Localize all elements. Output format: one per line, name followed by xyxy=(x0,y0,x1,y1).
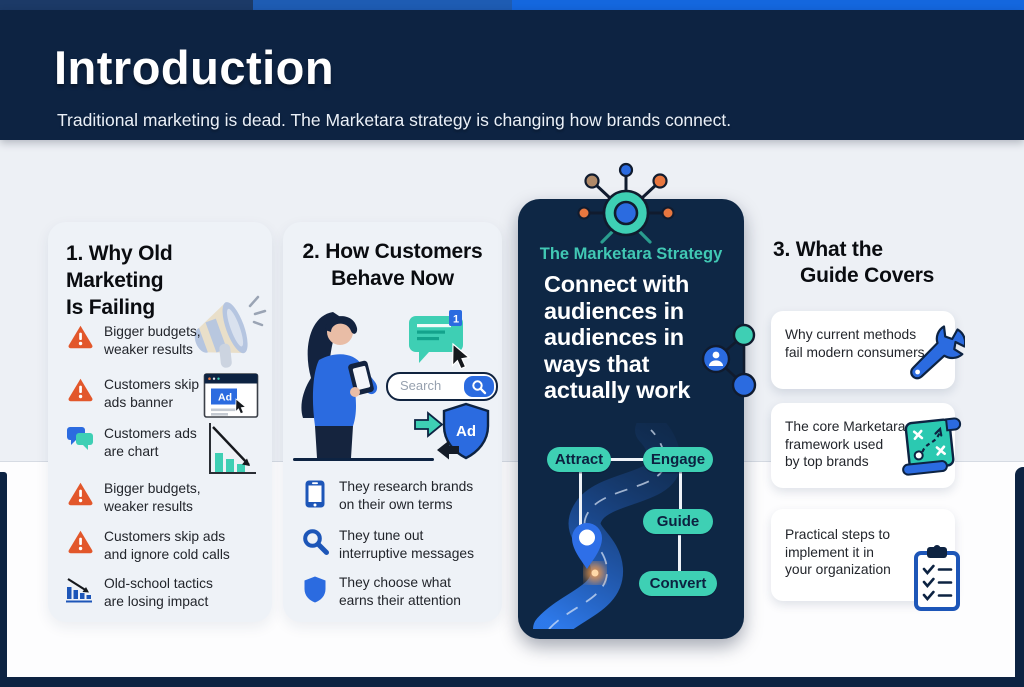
list-item: Bigger budgets, weaker results xyxy=(64,323,264,358)
page-title: Introduction xyxy=(54,41,335,94)
bottom-edge-bar xyxy=(0,677,1024,687)
list-item: Bigger budgets, weaker results xyxy=(64,480,264,515)
list-item: Customers skip ads banner xyxy=(64,376,264,411)
card-text: Why current methods fail modern consumer… xyxy=(785,327,925,360)
top-strip-segment xyxy=(512,0,1024,10)
ad-banner-icon: Ad xyxy=(203,370,260,427)
declining-chart-icon xyxy=(64,575,96,603)
card-text: Practical steps to implement it in your … xyxy=(785,527,891,577)
list-item-text: Bigger budgets, weaker results xyxy=(104,324,201,357)
connector-line xyxy=(609,458,646,461)
panel-marketara-strategy: The Marketara Strategy Connect with audi… xyxy=(518,162,757,639)
list-item-text: Customers skip ads and ignore cold calls xyxy=(104,529,230,562)
pill-guide: Guide xyxy=(643,509,713,534)
left-edge-bar xyxy=(0,472,7,677)
pill-attract: Attract xyxy=(547,447,611,472)
woman-with-phone-illustration xyxy=(285,306,397,465)
connector-line xyxy=(678,535,681,573)
search-placeholder: Search xyxy=(400,378,442,393)
magnifier-icon xyxy=(472,379,487,394)
badge-count: 1 xyxy=(453,314,459,326)
list-item: Customers ads are chart xyxy=(64,425,264,460)
pill-engage: Engage xyxy=(643,447,713,472)
shield-ad-label: Ad xyxy=(456,423,476,440)
ad-blocker-shield-icon: Ad xyxy=(413,402,493,469)
warning-icon xyxy=(64,376,96,402)
pill-convert: Convert xyxy=(639,571,717,596)
panel-why-old-marketing-failing: 1. Why Old Marketing Is Failing xyxy=(48,222,272,622)
panel-heading: 1. Why Old Marketing Is Failing xyxy=(66,242,173,319)
list-item: They choose what earns their attention xyxy=(299,574,499,609)
warning-icon xyxy=(64,480,96,506)
magnifier-icon xyxy=(299,527,331,555)
top-strip-segment xyxy=(0,0,253,10)
checklist-icon xyxy=(914,545,960,611)
list-item-text: Old-school tactics are losing impact xyxy=(104,576,213,609)
list-item-text: They choose what earns their attention xyxy=(339,575,461,608)
strategy-headline: Connect with audiences in audiences in w… xyxy=(544,271,691,403)
strategy-title: The Marketara Strategy xyxy=(539,245,723,263)
search-button xyxy=(464,376,494,397)
page-subtitle: Traditional marketing is dead. The Marke… xyxy=(57,110,732,130)
panel-heading: 2. How Customers Behave Now xyxy=(302,240,483,290)
guide-card: Practical steps to implement it in your … xyxy=(771,509,960,611)
card-text: The core Marketara framework used by top… xyxy=(785,419,906,469)
panel-heading-line1: 3. What the xyxy=(773,238,883,261)
connector-line xyxy=(679,470,682,511)
network-hub-icon xyxy=(577,162,675,244)
map-pin-icon xyxy=(572,523,602,569)
phone-icon xyxy=(299,478,331,509)
warning-icon xyxy=(64,528,96,554)
list-item-text: Customers skip ads banner xyxy=(104,377,200,410)
right-edge-bar xyxy=(1015,467,1024,677)
warning-icon xyxy=(64,323,96,349)
guide-card: The core Marketara framework used by top… xyxy=(771,403,962,488)
wrench-icon xyxy=(910,325,965,380)
list-item: They tune out interruptive messages xyxy=(299,527,499,562)
ad-label: Ad xyxy=(218,392,232,404)
list-item: They research brands on their own terms xyxy=(299,478,499,513)
list-item: Old-school tactics are losing impact xyxy=(64,575,264,610)
list-item-text: Customers ads are chart xyxy=(104,426,197,459)
megaphone-icon xyxy=(184,290,268,379)
top-strip-segment xyxy=(253,0,512,10)
list-item: Customers skip ads and ignore cold calls xyxy=(64,528,264,563)
search-input: Search xyxy=(386,372,498,401)
declining-chart-illustration xyxy=(206,420,259,482)
audience-network-icon xyxy=(701,323,757,398)
connector-line xyxy=(579,470,582,525)
chat-icon xyxy=(64,425,96,451)
ground-line xyxy=(293,458,434,461)
guide-card: Why current methods fail modern consumer… xyxy=(771,311,965,389)
header: Introduction Traditional marketing is de… xyxy=(0,10,1024,140)
list-item-text: They tune out interruptive messages xyxy=(339,528,474,561)
list-item-text: Bigger budgets, weaker results xyxy=(104,481,201,514)
notification-bubble-icon: 1 xyxy=(407,308,481,379)
background-divider xyxy=(0,461,1024,462)
strategy-panel-background: The Marketara Strategy Connect with audi… xyxy=(518,199,744,639)
shield-icon xyxy=(299,574,331,603)
list-item-text: They research brands on their own terms xyxy=(339,479,474,512)
strategy-map-icon xyxy=(902,417,962,476)
panel-heading-line2: Guide Covers xyxy=(800,264,935,287)
panel-how-customers-behave: 2. How Customers Behave Now xyxy=(283,222,502,622)
